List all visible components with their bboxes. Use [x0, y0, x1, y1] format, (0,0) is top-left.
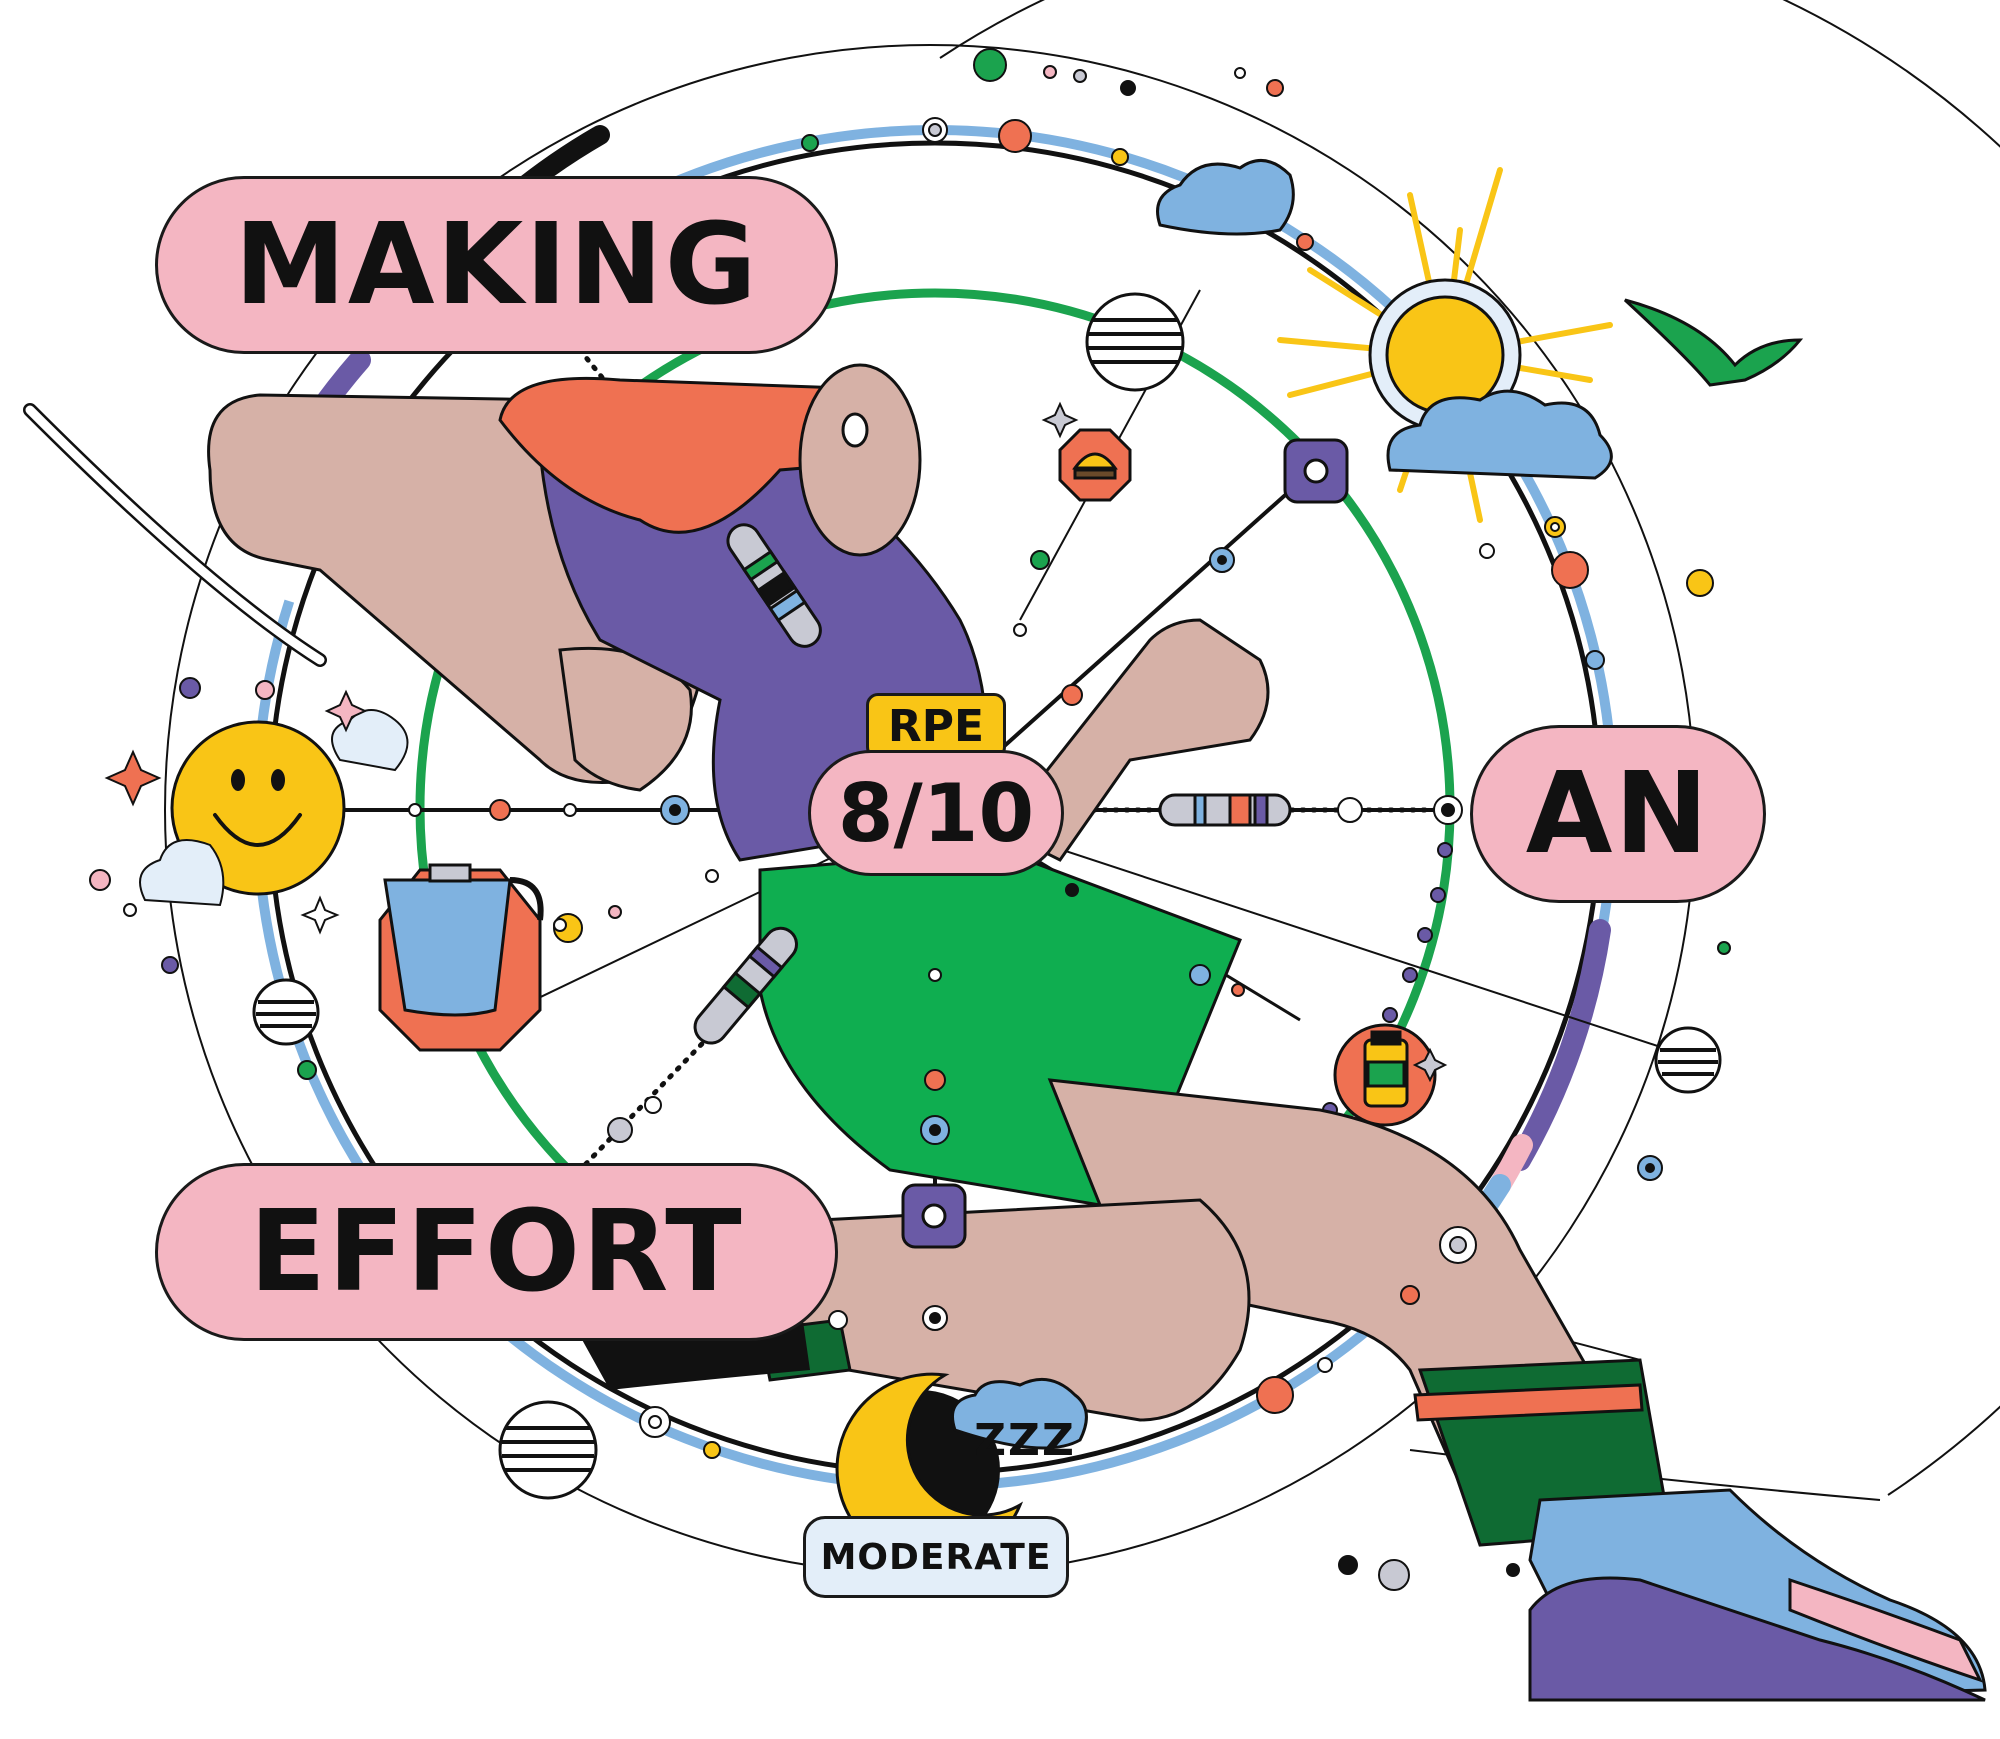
decorative-dots	[89, 48, 1731, 1591]
pill-capsule-icon	[693, 523, 1292, 1045]
title-word-making: MAKING	[155, 176, 838, 354]
supplement-bottle-icon	[1333, 1023, 1437, 1127]
title-word-an: AN	[1470, 725, 1766, 903]
square-nodes	[901, 438, 1349, 1249]
sleep-zzz: ZZZ	[974, 1414, 1076, 1466]
title-word-making-text: MAKING	[234, 200, 759, 330]
sparkle-icon	[104, 401, 1448, 1083]
title-word-an-text: AN	[1525, 749, 1711, 879]
rpe-label: RPE	[887, 700, 985, 752]
bird-icon	[1623, 298, 1804, 387]
cloud-icon	[1156, 159, 1613, 480]
intensity-label: MODERATE	[820, 1536, 1052, 1578]
rpe-badge: RPE	[866, 693, 1006, 759]
cloud-icon	[139, 709, 409, 907]
intensity-badge: MODERATE	[803, 1516, 1069, 1598]
burger-icon	[1058, 428, 1132, 502]
rpe-score-text: 8/10	[837, 766, 1035, 860]
sphere-stripes	[256, 318, 1718, 1472]
title-word-effort: EFFORT	[155, 1163, 838, 1341]
title-word-effort-text: EFFORT	[249, 1187, 744, 1317]
rpe-score: 8/10	[808, 750, 1064, 876]
coffee-pot-icon	[378, 863, 544, 1052]
